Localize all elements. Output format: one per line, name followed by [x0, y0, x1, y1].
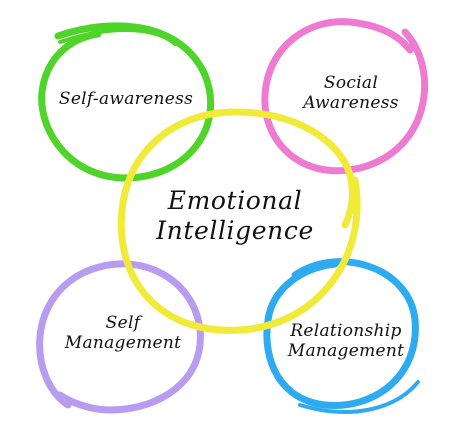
intelligence-text: Intelligence [156, 216, 314, 245]
relationship-text: Relationship [290, 321, 402, 341]
management-text-2: Management [287, 340, 405, 361]
circle-self-management [36, 260, 204, 414]
brush-tail-green [58, 27, 177, 46]
node-label-relationship-management: Relationship Management [266, 321, 426, 361]
self-text: Self [105, 313, 141, 333]
circle-social-awareness [261, 18, 428, 175]
emotional-text: Emotional [167, 186, 303, 215]
node-label-self-management: Self Management [48, 313, 198, 353]
brush-tail-blue [298, 380, 420, 414]
circle-emotional-intelligence [117, 108, 361, 334]
node-label-social-awareness: Social Awareness [276, 73, 426, 113]
circle-relationship-management [263, 258, 419, 409]
awareness-text: Awareness [303, 92, 399, 113]
management-text: Management [64, 332, 182, 353]
self-awareness-text: Self-awareness [58, 89, 194, 109]
social-text: Social [323, 73, 379, 93]
center-label-emotional-intelligence: Emotional Intelligence [130, 186, 340, 246]
node-label-self-awareness: Self-awareness [46, 89, 206, 110]
